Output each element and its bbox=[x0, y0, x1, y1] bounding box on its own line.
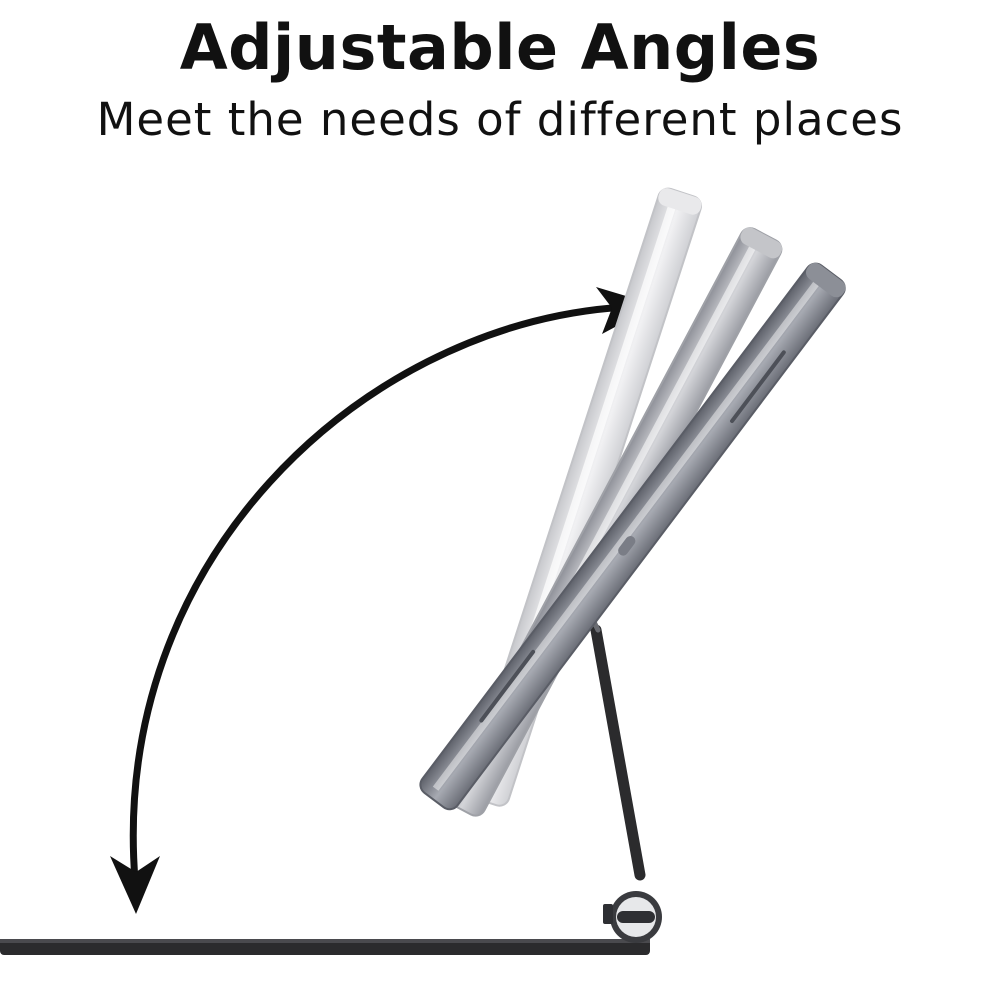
support-arm bbox=[589, 615, 646, 881]
tablet-stand-icon bbox=[419, 187, 846, 817]
tablet-position-tilted bbox=[419, 262, 846, 811]
hinge-icon bbox=[603, 891, 662, 943]
keyboard-base bbox=[0, 939, 650, 955]
page-title: Adjustable Angles bbox=[179, 11, 821, 84]
page-subtitle: Meet the needs of different places bbox=[96, 93, 904, 146]
